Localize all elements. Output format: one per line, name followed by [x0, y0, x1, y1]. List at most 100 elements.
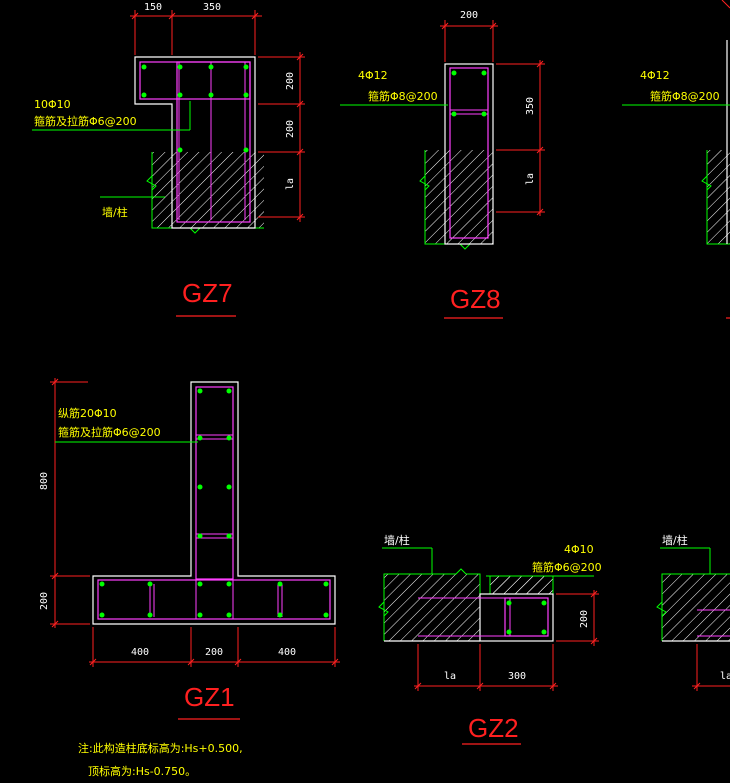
partial-br-dim-tick	[693, 682, 701, 690]
gz1-rebar-dot	[147, 612, 153, 618]
partial-br-wall-boundary	[661, 573, 730, 641]
gz8-rebar-dot	[481, 70, 487, 76]
partial-right-wall-hatch	[707, 150, 730, 244]
gz1-rebar-dot	[197, 484, 203, 490]
gz1-dim-left-2: 200	[39, 592, 50, 610]
gz7-dim-tick	[168, 12, 176, 20]
gz1-dim-bottom-2: 200	[205, 647, 223, 658]
gz7-note-line1: 10Φ10	[34, 98, 71, 111]
gz1-detail: 800 200 400 200 400 纵筋20Φ10 箍筋及拉筋Φ6@200 …	[39, 378, 340, 778]
gz1-stirrup-web	[195, 386, 234, 580]
gz8-dim-tick	[536, 146, 544, 154]
gz2-dim-bottom-1: la	[444, 671, 456, 682]
gz8-note-line2: 箍筋Φ8@200	[368, 89, 438, 103]
gz1-note-line1: 纵筋20Φ10	[58, 406, 117, 420]
gz1-rebar-dot	[226, 581, 232, 587]
gz8-dim-tick	[536, 60, 544, 68]
gz1-dim-tick	[51, 572, 59, 580]
partial-right-note-line1: 4Φ12	[640, 69, 670, 82]
gz1-rebar-dot	[226, 612, 232, 618]
gz1-dim-tick	[51, 378, 59, 386]
partial-right-wall-boundary	[706, 150, 730, 245]
partial-br-wall-label: 墙/柱	[662, 533, 688, 547]
gz8-stirrup	[449, 67, 489, 239]
partial-right-wall-break	[701, 175, 712, 191]
gz2-title: GZ2	[468, 713, 519, 743]
gz2-dim-tick	[549, 682, 557, 690]
gz7-rebar-dot	[243, 147, 249, 153]
gz2-wall-boundary	[383, 568, 481, 641]
gz1-dim-tick	[234, 658, 242, 666]
gz1-column-outline	[92, 381, 336, 625]
gz2-column-outline	[479, 593, 554, 642]
gz1-dim-tick	[51, 620, 59, 628]
gz8-dim-top: 200	[460, 10, 478, 21]
gz7-stirrup-flange	[139, 61, 251, 100]
partial-right-detail: 4Φ12 箍筋Φ8@200	[622, 0, 730, 319]
gz7-dim-tick	[296, 53, 304, 61]
gz2-stirrup	[504, 597, 549, 637]
gz1-rebar-dot	[99, 612, 105, 618]
gz8-dim-right-2: la	[525, 173, 536, 185]
gz2-note-line2: 箍筋Φ6@200	[532, 560, 602, 574]
partial-bottom-right-detail: 墙/柱 la	[656, 533, 730, 691]
gz7-rebar-dot	[177, 92, 183, 98]
gz1-rebar-dot	[197, 581, 203, 587]
gz1-rebar-dot	[197, 388, 203, 394]
gz8-note-line1: 4Φ12	[358, 69, 388, 82]
gz7-dim-right-2: 200	[285, 120, 296, 138]
gz2-rebar-dot	[506, 600, 512, 606]
gz7-rebar-dot	[208, 64, 214, 70]
gz8-dim-tick	[536, 208, 544, 216]
gz1-dim-tick	[187, 658, 195, 666]
gz7-dim-tick	[131, 12, 139, 20]
gz1-rebar-dot	[197, 612, 203, 618]
gz8-wall-hatch	[425, 150, 493, 244]
gz1-rebar-dot	[323, 612, 329, 618]
gz7-rebar-dot	[243, 92, 249, 98]
gz8-wall-break	[419, 175, 430, 191]
gz1-rebar-dot	[197, 533, 203, 539]
gz1-rebar-dot	[277, 612, 283, 618]
gz7-note-line2: 箍筋及拉筋Φ6@200	[34, 114, 137, 128]
gz8-column-outline	[444, 63, 494, 245]
gz7-column-outline	[134, 56, 256, 229]
gz2-rebar-dot	[541, 629, 547, 635]
gz1-dim-bottom-3: 400	[278, 647, 296, 658]
gz7-dim-right-3: la	[285, 178, 296, 190]
gz8-dim-tick	[441, 22, 449, 30]
gz1-rebar-dot	[226, 533, 232, 539]
gz1-rebar-dot	[226, 484, 232, 490]
gz1-dim-tick	[331, 658, 339, 666]
gz8-dim-right-1: 350	[525, 97, 536, 115]
gz7-dim-top-1: 150	[144, 2, 162, 13]
gz2-wall-break	[378, 601, 389, 617]
gz2-dim-tick	[414, 682, 422, 690]
gz1-footnote-line1: 注:此构造柱底标高为:Hs+0.500,	[78, 741, 243, 755]
gz7-rebar-dot	[177, 147, 183, 153]
gz2-wall-label: 墙/柱	[384, 533, 410, 547]
gz7-dim-tick	[296, 148, 304, 156]
gz1-dim-left-1: 800	[39, 472, 50, 490]
gz1-rebar-dot	[226, 435, 232, 441]
gz7-wall-label: 墙/柱	[102, 205, 128, 219]
gz1-note-line2: 箍筋及拉筋Φ6@200	[58, 425, 161, 439]
gz2-wall-hatch-top	[490, 576, 553, 594]
gz7-dim-top-2: 350	[203, 2, 221, 13]
gz8-rebar-dot	[481, 111, 487, 117]
partial-br-wall-break	[656, 601, 667, 617]
gz2-detail: 200 la 300 墙/柱 4Φ10 箍筋Φ6@200 GZ2	[378, 533, 602, 745]
gz1-rebar-dot	[147, 581, 153, 587]
gz8-dim-tick	[489, 22, 497, 30]
gz2-dim-right: 200	[579, 610, 590, 628]
gz7-stirrup-web	[176, 61, 251, 223]
gz8-rebar-dot	[451, 111, 457, 117]
gz7-rebar-dot	[141, 64, 147, 70]
gz7-wall-break	[146, 175, 157, 191]
gz2-dim-tick	[590, 590, 598, 598]
gz7-rebar-dot	[177, 64, 183, 70]
gz1-rebar-dot	[226, 388, 232, 394]
gz7-rebar-dot	[208, 92, 214, 98]
gz1-dim-tick	[89, 658, 97, 666]
